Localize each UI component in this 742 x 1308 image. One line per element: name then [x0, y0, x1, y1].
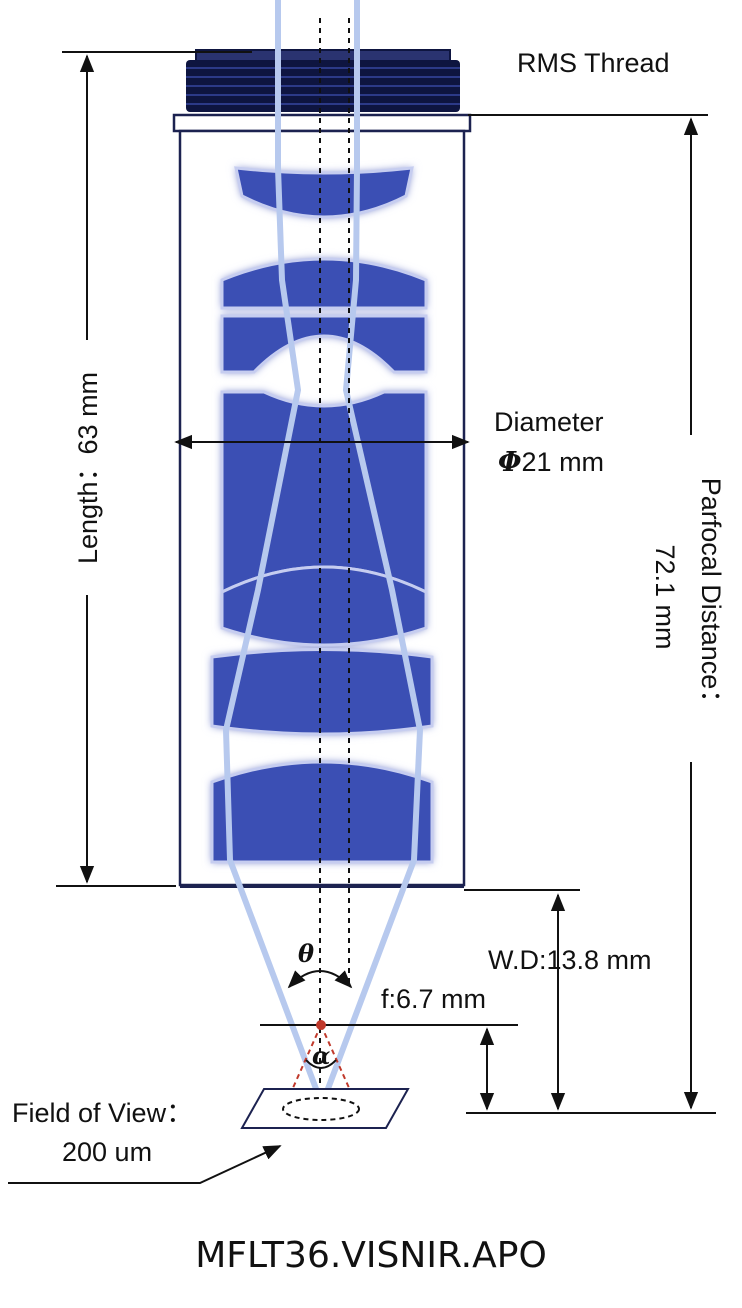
working-distance-dimension [464, 889, 580, 1111]
focal-point [316, 1020, 326, 1030]
length-label: Length：63 mm [73, 372, 103, 564]
diameter-label: Diameter [494, 407, 604, 437]
alpha-arc [305, 1059, 337, 1069]
length-dimension [56, 51, 252, 887]
focal-label: f:6.7 mm [381, 984, 486, 1014]
rms-thread [186, 49, 460, 112]
lens-3 [220, 314, 428, 374]
light-beams [222, 0, 424, 1097]
diameter-value-text: Φ21 mm [498, 447, 604, 478]
diameter-value: 21 mm [522, 447, 605, 477]
lens-2 [220, 257, 428, 310]
model-title: MFLT36.VISNIR.APO [195, 1235, 547, 1276]
lens-4 [220, 390, 428, 595]
lens-5 [220, 565, 428, 647]
diameter-symbol: Φ [498, 447, 522, 478]
field-of-view-ellipse [282, 1097, 360, 1121]
alpha-symbol: α [312, 1041, 330, 1070]
parfocal-dimension [466, 114, 716, 1114]
lens-elements [210, 166, 434, 864]
theta-arc [287, 970, 353, 989]
parfocal-label: Parfocal Distance： [696, 478, 726, 717]
beam-left [222, 0, 321, 1097]
fov-value: 200 um [62, 1137, 152, 1167]
optical-axis-lines [319, 18, 350, 1108]
theta-symbol: θ [298, 939, 314, 968]
rms-thread-label: RMS Thread [517, 48, 670, 78]
beam-right [323, 0, 424, 1097]
field-of-view-plane [240, 1088, 410, 1129]
lens-6 [210, 648, 434, 736]
fov-label: Field of View： [12, 1098, 193, 1128]
fov-pointer [8, 1145, 282, 1184]
working-distance-label: W.D:13.8 mm [488, 945, 652, 975]
lens-7 [210, 760, 434, 864]
focal-dimension [260, 1024, 518, 1111]
parfocal-value: 72.1 mm [650, 544, 680, 649]
